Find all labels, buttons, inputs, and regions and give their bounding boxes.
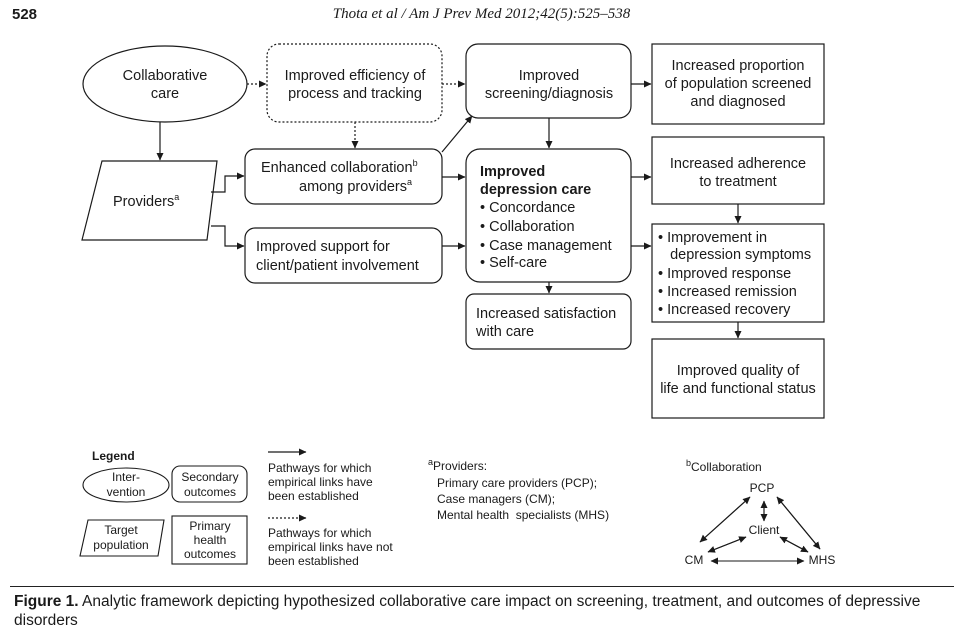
node-improved-efficiency: Improved efficiency of process and track… (266, 43, 443, 123)
adherence-line2: to treatment (699, 174, 776, 190)
collab-client: Client (749, 523, 780, 537)
node-improved-depression-care: Improved depression care • Concordance •… (465, 148, 632, 283)
legend-target-line1: Target (104, 523, 138, 537)
depression-item-case-management: • Case management (480, 238, 612, 254)
caption-text: Analytic framework depicting hypothesize… (14, 593, 921, 629)
depression-title-line1: Improved (480, 164, 545, 180)
node-providers: Providersa (81, 160, 218, 241)
caption-divider (10, 586, 954, 587)
node-increased-proportion: Increased proportion of population scree… (651, 43, 825, 125)
quality-line2: life and functional status (660, 381, 816, 397)
adherence-line1: Increased adherence (670, 156, 806, 172)
collaborative-care-line2: care (151, 86, 179, 102)
node-improved-support: Improved support for client/patient invo… (244, 227, 443, 284)
node-collaborative-care: Collaborative care (82, 45, 248, 123)
depression-title-line2: depression care (480, 182, 591, 198)
legend-solid-line3: been established (268, 489, 359, 503)
legend-secondary-line2: outcomes (184, 485, 236, 499)
node-increased-adherence: Increased adherence to treatment (651, 136, 825, 205)
arrow-providers-to-enhanced (211, 172, 245, 193)
proportion-line2: of population screened (665, 76, 812, 92)
footnote-b-title: bCollaboration (686, 458, 762, 474)
symptoms-line3: • Improved response (658, 266, 791, 282)
figure-caption: Figure 1. Analytic framework depicting h… (14, 592, 954, 630)
proportion-line3: and diagnosed (690, 94, 785, 110)
node-improved-quality: Improved quality of life and functional … (651, 338, 825, 419)
satisfaction-line2: with care (475, 324, 534, 340)
collab-mhs: MHS (809, 553, 836, 567)
legend-intervention-line1: Inter- (112, 470, 140, 484)
legend-primary-line2: health (194, 533, 227, 547)
caption-label: Figure 1. (14, 593, 79, 610)
footnote-a-line2: Case managers (CM); (437, 492, 555, 506)
collab-arrow-client-cm-b (707, 536, 747, 553)
legend-dotted-line2: empirical links have not (268, 540, 393, 554)
footnote-a-line3: Mental health specialists (MHS) (437, 508, 609, 522)
collab-arrow-pcp-cm-b (699, 496, 751, 543)
depression-item-concordance: • Concordance (480, 200, 575, 216)
screening-line1: Improved (519, 68, 579, 84)
arrows (156, 80, 742, 339)
collab-arrow-pcp-mhs-b (776, 496, 821, 550)
node-increased-satisfaction: Increased satisfaction with care (465, 293, 632, 350)
symptoms-line4: • Increased remission (658, 284, 797, 300)
arrow-enhanced-to-screening (441, 115, 473, 153)
footnote-providers: aProviders: Primary care providers (PCP)… (428, 457, 609, 522)
footnote-collaboration: bCollaboration PCP Client CM MHS (685, 458, 836, 567)
legend-title: Legend (92, 449, 135, 463)
footnote-a-line1: Primary care providers (PCP); (437, 476, 597, 490)
node-enhanced-collaboration: Enhanced collaborationb among providersa (244, 148, 443, 205)
collab-cm: CM (685, 553, 704, 567)
page-number: 528 (12, 6, 38, 23)
legend-secondary-line1: Secondary (181, 470, 238, 484)
efficiency-line1: Improved efficiency of (285, 68, 427, 84)
collab-pcp: PCP (750, 481, 775, 495)
screening-line2: screening/diagnosis (485, 86, 613, 102)
legend-solid-line1: Pathways for which (268, 461, 371, 475)
proportion-line1: Increased proportion (672, 58, 805, 74)
efficiency-line2: process and tracking (288, 86, 422, 102)
arrow-providers-to-support (211, 225, 245, 250)
quality-line1: Improved quality of (677, 363, 800, 379)
analytic-framework-diagram: Collaborative care Improved efficiency o… (79, 43, 836, 568)
legend-dotted-line1: Pathways for which (268, 526, 371, 540)
legend-primary-line1: Primary (189, 519, 230, 533)
legend-dotted-line3: been established (268, 554, 359, 568)
satisfaction-line1: Increased satisfaction (476, 306, 616, 322)
legend: Legend Inter- vention Secondary outcomes… (79, 448, 393, 568)
collab-arrow-client-mhs-b (779, 536, 809, 553)
legend-target-line2: population (93, 538, 148, 552)
symptoms-line5: • Increased recovery (658, 302, 791, 318)
enhanced-line2: among providersa (299, 177, 412, 195)
journal-citation: Thota et al / Am J Prev Med 2012;42(5):5… (332, 6, 631, 22)
providers-label: Providersa (113, 192, 179, 210)
depression-item-self-care: • Self-care (480, 255, 547, 271)
symptoms-line1: • Improvement in (658, 230, 767, 246)
collaborative-care-line1: Collaborative (123, 68, 208, 84)
footnote-a-title: aProviders: (428, 457, 487, 473)
node-depression-symptoms: • Improvement in depression symptoms • I… (651, 223, 825, 323)
symptoms-line2: depression symptoms (658, 247, 811, 263)
legend-intervention-line2: vention (107, 485, 146, 499)
enhanced-line1: Enhanced collaborationb (261, 158, 418, 176)
legend-primary-line3: outcomes (184, 547, 236, 561)
support-line2: client/patient involvement (256, 258, 419, 274)
depression-item-collaboration: • Collaboration (480, 219, 575, 235)
legend-solid-line2: empirical links have (268, 475, 373, 489)
node-improved-screening: Improved screening/diagnosis (465, 43, 632, 119)
support-line1: Improved support for (256, 239, 390, 255)
